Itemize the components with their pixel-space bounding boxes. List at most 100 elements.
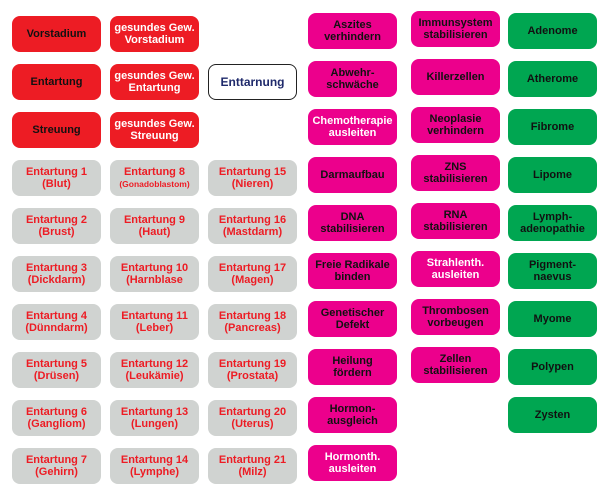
button-gesundes-gew-streuung[interactable]: gesundes Gew.Streuung	[110, 112, 199, 148]
button-label-line: Heilung	[332, 355, 373, 367]
button-entartung-2-brust[interactable]: Entartung 2(Brust)	[12, 208, 101, 244]
button-label-line: (Lymphe)	[129, 466, 180, 478]
button-label-line: stabilisieren	[320, 223, 385, 235]
button-entartung-15-nieren[interactable]: Entartung 15(Nieren)	[208, 160, 297, 196]
button-entartung-9-haut[interactable]: Entartung 9(Haut)	[110, 208, 199, 244]
button-label-line: Genetischer	[320, 307, 385, 319]
button-pigment-naevus[interactable]: Pigment-naevus	[508, 253, 597, 289]
button-label-line: verhindern	[427, 125, 484, 137]
button-hormon-ausgleich[interactable]: Hormon-ausgleich	[308, 397, 397, 433]
button-label-line: Pigment-	[528, 259, 577, 271]
button-polypen[interactable]: Polypen	[508, 349, 597, 385]
button-killerzellen[interactable]: Killerzellen	[411, 59, 500, 95]
button-entartung-19-prostata[interactable]: Entartung 19(Prostata)	[208, 352, 297, 388]
button-strahlenth-ausleiten[interactable]: Strahlenth.ausleiten	[411, 251, 500, 287]
button-label-line: (Pancreas)	[224, 322, 281, 334]
button-label-line: fördern	[333, 367, 372, 379]
button-hormonth-ausleiten[interactable]: Hormonth.ausleiten	[308, 445, 397, 481]
button-label-line: Entartung 9	[123, 214, 186, 226]
button-label-line: (Drüsen)	[33, 370, 80, 382]
button-myome[interactable]: Myome	[508, 301, 597, 337]
button-label-line: (Magen)	[231, 274, 274, 286]
button-label-line: (Mastdarm)	[222, 226, 283, 238]
button-fibrome[interactable]: Fibrome	[508, 109, 597, 145]
button-atherome[interactable]: Atherome	[508, 61, 597, 97]
button-label-line: Zysten	[534, 409, 571, 421]
button-label-line: Polypen	[531, 361, 574, 373]
button-label-line: (Lungen)	[130, 418, 179, 430]
button-streuung[interactable]: Streuung	[12, 112, 101, 148]
button-label-line: stabilisieren	[423, 173, 488, 185]
button-adenome[interactable]: Adenome	[508, 13, 597, 49]
button-entartung-16-mastdarm[interactable]: Entartung 16(Mastdarm)	[208, 208, 297, 244]
button-label-line: Entartung 7	[25, 454, 88, 466]
button-entartung-4-dünndarm[interactable]: Entartung 4(Dünndarm)	[12, 304, 101, 340]
button-zysten[interactable]: Zysten	[508, 397, 597, 433]
button-entartung-6-gangliom[interactable]: Entartung 6(Gangliom)	[12, 400, 101, 436]
button-entartung[interactable]: Entartung	[12, 64, 101, 100]
button-label-line: Vorstadium	[124, 34, 185, 46]
button-label-line: Adenome	[527, 25, 578, 37]
button-label-line: Entartung	[30, 76, 83, 88]
button-entartung-13-lungen[interactable]: Entartung 13(Lungen)	[110, 400, 199, 436]
button-entartung-21-milz[interactable]: Entartung 21(Milz)	[208, 448, 297, 484]
button-label-line: ausgleich	[327, 415, 378, 427]
button-lipome[interactable]: Lipome	[508, 157, 597, 193]
button-enttarnung[interactable]: Enttarnung	[208, 64, 297, 100]
button-label-line: Lipome	[532, 169, 573, 181]
button-gesundes-gew-vorstadium[interactable]: gesundes Gew.Vorstadium	[110, 16, 199, 52]
button-entartung-1-blut[interactable]: Entartung 1(Blut)	[12, 160, 101, 196]
button-label-line: (Brust)	[38, 226, 75, 238]
button-entartung-12-leukämie[interactable]: Entartung 12(Leukämie)	[110, 352, 199, 388]
button-label-line: Entartung 4	[25, 310, 88, 322]
button-label-line: Entartung 13	[120, 406, 189, 418]
button-label-line: (Dünndarm)	[25, 322, 88, 334]
button-label-line: Hormonth.	[324, 451, 381, 463]
button-gesundes-gew-entartung[interactable]: gesundes Gew.Entartung	[110, 64, 199, 100]
button-label-line: (Uterus)	[231, 418, 274, 430]
button-label-line: (Gehirn)	[35, 466, 78, 478]
button-label-line: Thrombosen	[422, 305, 489, 317]
button-label-line: Entartung	[128, 82, 181, 94]
button-lymph-adenopathie[interactable]: Lymph-adenopathie	[508, 205, 597, 241]
button-label-line: Entartung 21	[218, 454, 287, 466]
button-label-line: verhindern	[324, 31, 381, 43]
button-entartung-3-dickdarm[interactable]: Entartung 3(Dickdarm)	[12, 256, 101, 292]
button-vorstadium[interactable]: Vorstadium	[12, 16, 101, 52]
button-entartung-18-pancreas[interactable]: Entartung 18(Pancreas)	[208, 304, 297, 340]
button-entartung-17-magen[interactable]: Entartung 17(Magen)	[208, 256, 297, 292]
button-label-line: Enttarnung	[220, 75, 285, 89]
button-entartung-5-drüsen[interactable]: Entartung 5(Drüsen)	[12, 352, 101, 388]
button-label-line: Myome	[533, 313, 572, 325]
button-abwehr-schwäche[interactable]: Abwehr-schwäche	[308, 61, 397, 97]
button-entartung-8-gonadoblastom[interactable]: Entartung 8(Gonadoblastom)	[110, 160, 199, 196]
button-entartung-20-uterus[interactable]: Entartung 20(Uterus)	[208, 400, 297, 436]
button-label-line: Entartung 17	[218, 262, 287, 274]
button-label-line: (Nieren)	[231, 178, 274, 190]
button-label-line: stabilisieren	[423, 29, 488, 41]
button-darmaufbau[interactable]: Darmaufbau	[308, 157, 397, 193]
button-label-line: gesundes Gew.	[114, 70, 195, 82]
button-label-line: Atherome	[526, 73, 579, 85]
button-label-line: Lymph-	[532, 211, 573, 223]
button-entartung-7-gehirn[interactable]: Entartung 7(Gehirn)	[12, 448, 101, 484]
button-label-line: Fibrome	[530, 121, 575, 133]
button-label-line: Streuung	[32, 124, 81, 136]
button-entartung-11-leber[interactable]: Entartung 11(Leber)	[110, 304, 199, 340]
button-entartung-14-lymphe[interactable]: Entartung 14(Lymphe)	[110, 448, 199, 484]
button-label-line: stabilisieren	[423, 365, 488, 377]
button-entartung-10-harnblase[interactable]: Entartung 10(Harnblase	[110, 256, 199, 292]
button-label-line: Entartung 2	[25, 214, 88, 226]
